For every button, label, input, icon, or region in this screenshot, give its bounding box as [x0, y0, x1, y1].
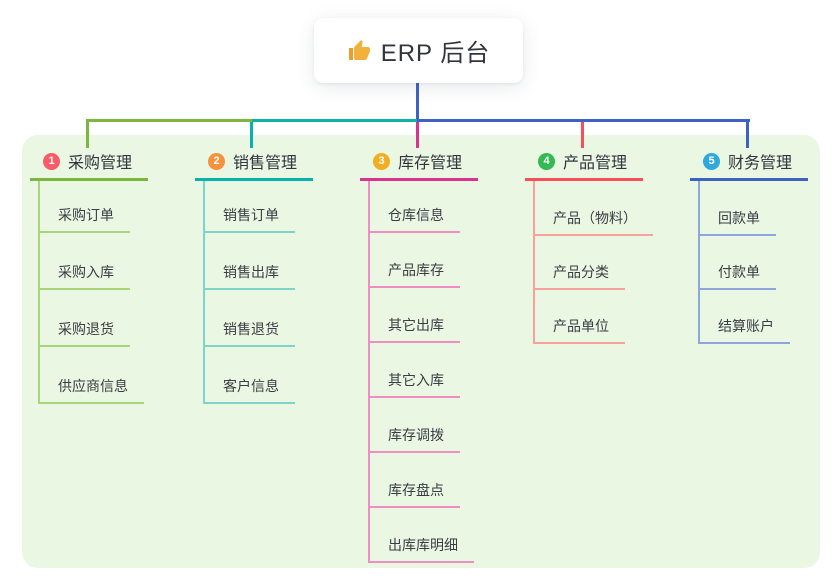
branch-item[interactable]: 付款单 [700, 236, 776, 290]
branch-item[interactable]: 产品单位 [535, 290, 625, 344]
branch-items: 产品（物料） 产品分类 产品单位 [533, 181, 653, 344]
branch-label: 财务管理 [728, 155, 793, 172]
branch-number-badge: 1 [43, 152, 60, 170]
branch-item[interactable]: 结算账户 [700, 290, 790, 344]
branch-items: 回款单 付款单 结算账户 [698, 181, 808, 344]
branch-label: 采购管理 [68, 155, 133, 172]
branch-number-badge: 3 [373, 152, 390, 170]
branch-item[interactable]: 销售出库 [205, 233, 295, 290]
branches-panel [22, 135, 820, 568]
branch-finance: 5 财务管理 回款单 付款单 结算账户 [690, 149, 808, 344]
connector-segment-teal [252, 119, 417, 122]
branch-item[interactable]: 库存盘点 [370, 453, 460, 508]
branch-header-inventory[interactable]: 3 库存管理 [360, 149, 478, 181]
branch-number-badge: 5 [703, 152, 720, 170]
branch-number-badge: 2 [208, 152, 225, 170]
connector-root-line [416, 83, 419, 122]
connector-drop-sales [250, 122, 253, 148]
branch-item[interactable]: 回款单 [700, 181, 776, 236]
branch-item[interactable]: 出库库明细 [370, 508, 474, 563]
branch-inventory: 3 库存管理 仓库信息 产品库存 其它出库 其它入库 库存调拨 库存盘点 出库库… [360, 149, 478, 563]
connector-segment-blue [417, 119, 750, 122]
branch-item[interactable]: 产品（物料） [535, 181, 653, 236]
branch-item[interactable]: 客户信息 [205, 347, 295, 404]
connector-segment-green [86, 119, 252, 122]
branch-purchase: 1 采购管理 采购订单 采购入库 采购退货 供应商信息 [30, 149, 148, 404]
branch-items: 仓库信息 产品库存 其它出库 其它入库 库存调拨 库存盘点 出库库明细 [368, 181, 478, 563]
root-node[interactable]: ERP 后台 [314, 18, 523, 83]
branch-item[interactable]: 产品库存 [370, 233, 460, 288]
branch-item[interactable]: 其它入库 [370, 343, 460, 398]
branch-item[interactable]: 销售订单 [205, 181, 295, 233]
branch-item[interactable]: 库存调拨 [370, 398, 460, 453]
connector-drop-finance [746, 122, 749, 148]
branch-item[interactable]: 其它出库 [370, 288, 460, 343]
branch-item[interactable]: 采购退货 [40, 290, 130, 347]
branch-number-badge: 4 [538, 152, 555, 170]
branch-sales: 2 销售管理 销售订单 销售出库 销售退货 客户信息 [195, 149, 313, 404]
branch-header-purchase[interactable]: 1 采购管理 [30, 149, 148, 181]
connector-drop-product [581, 122, 584, 148]
branch-label: 销售管理 [233, 155, 298, 172]
branch-items: 销售订单 销售出库 销售退货 客户信息 [203, 181, 313, 404]
branch-item[interactable]: 产品分类 [535, 236, 625, 290]
branch-header-sales[interactable]: 2 销售管理 [195, 149, 313, 181]
connector-drop-inventory [416, 122, 419, 148]
branch-items: 采购订单 采购入库 采购退货 供应商信息 [38, 181, 148, 404]
branch-item[interactable]: 销售退货 [205, 290, 295, 347]
branch-label: 库存管理 [398, 155, 463, 172]
thumbs-up-icon [347, 39, 371, 63]
connector-drop-purchase [86, 122, 89, 148]
branch-item[interactable]: 采购订单 [40, 181, 130, 233]
branch-item[interactable]: 仓库信息 [370, 181, 460, 233]
branch-label: 产品管理 [563, 155, 628, 172]
root-title: ERP 后台 [380, 40, 491, 67]
branch-header-finance[interactable]: 5 财务管理 [690, 149, 808, 181]
branch-product: 4 产品管理 产品（物料） 产品分类 产品单位 [525, 149, 653, 344]
branch-item[interactable]: 供应商信息 [40, 347, 144, 404]
branch-header-product[interactable]: 4 产品管理 [525, 149, 643, 181]
branch-item[interactable]: 采购入库 [40, 233, 130, 290]
